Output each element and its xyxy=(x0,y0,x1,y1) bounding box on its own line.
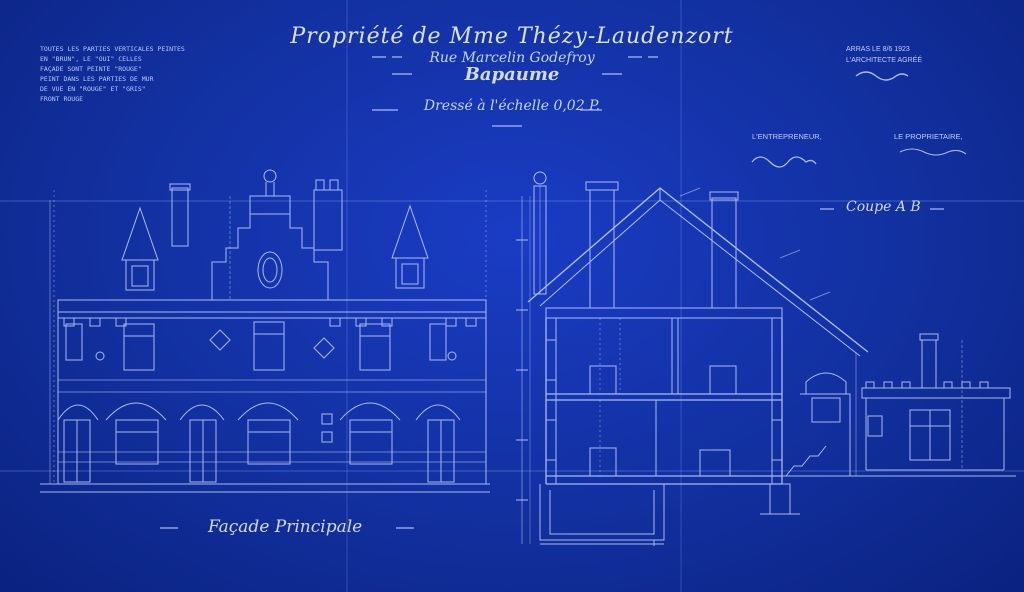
title-flourishes xyxy=(160,56,944,529)
paper-fold-vertical xyxy=(680,0,682,592)
document-title: Propriété de Mme Thézy-Laudenzort xyxy=(290,24,734,49)
facade-label: Façade Principale xyxy=(208,517,363,537)
section-label: Coupe A B xyxy=(846,199,921,215)
owner-label: LE PROPRIETAIRE, xyxy=(894,132,963,141)
architect-signature xyxy=(855,71,909,81)
contractor-label: L'ENTREPRENEUR, xyxy=(752,132,822,141)
document-town: Bapaume xyxy=(464,64,560,85)
main-facade-elevation xyxy=(40,169,490,493)
document-scale: Dressé à l'échelle 0,02 P. xyxy=(423,98,601,114)
section-a-b xyxy=(516,171,1016,546)
document-street: Rue Marcelin Godefroy xyxy=(429,50,595,66)
contractor-signature xyxy=(751,156,817,168)
paper-fold-horizontal xyxy=(0,200,1024,202)
paper-fold-vertical xyxy=(346,0,348,592)
approval-note: ARRAS LE 8/6 1923 L'ARCHITECTE AGRÉÉ xyxy=(846,46,923,64)
paint-notes: TOUTES LES PARTIES VERTICALES PEINTES EN… xyxy=(40,45,185,103)
paper-fold-horizontal xyxy=(0,470,1024,472)
owner-signature xyxy=(899,148,967,156)
